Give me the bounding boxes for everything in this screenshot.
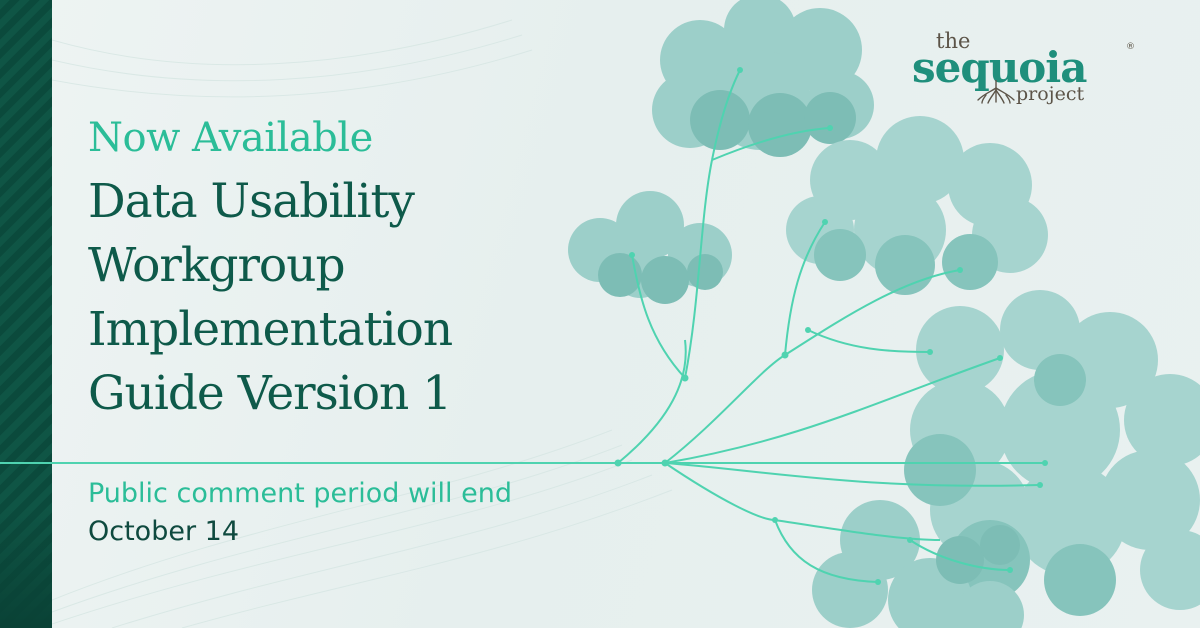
branch-nodes bbox=[614, 67, 1048, 585]
title-line-4: Guide Version 1 bbox=[88, 366, 452, 421]
title-line-3: Implementation bbox=[88, 302, 453, 357]
logo-project-text: project bbox=[1016, 83, 1085, 105]
comment-period-text: Public comment period will end bbox=[88, 478, 512, 509]
branch-lines bbox=[0, 69, 1045, 583]
logo-sequoia-text: sequoia bbox=[912, 43, 1087, 92]
eyebrow-text: Now Available bbox=[88, 115, 373, 161]
sequoia-project-logo: the sequoia ® project bbox=[912, 30, 1144, 110]
background-wave-texture bbox=[52, 19, 673, 628]
title-line-1: Data Usability bbox=[88, 174, 415, 229]
headline-block: Now Available Data Usability Workgroup I… bbox=[88, 112, 608, 426]
foliage-clusters bbox=[568, 0, 1200, 628]
roots-icon bbox=[977, 80, 1015, 104]
left-accent-bar bbox=[0, 0, 52, 628]
title-line-2: Workgroup bbox=[88, 238, 346, 293]
logo-the-text: the bbox=[936, 29, 971, 53]
registered-mark: ® bbox=[1126, 42, 1135, 52]
end-date: October 14 bbox=[88, 516, 239, 547]
